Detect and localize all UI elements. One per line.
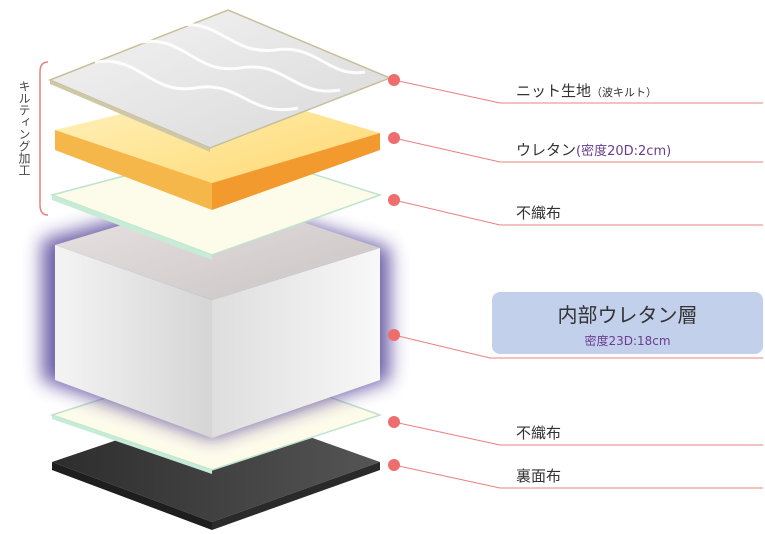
leader-nonwoven-bottom (388, 416, 763, 446)
leader-urethane (388, 132, 763, 163)
core-callout-box: 内部ウレタン層 密度23D:18cm (492, 292, 763, 354)
leader-core (388, 329, 763, 359)
label-core-detail: 密度23D:18cm (584, 334, 671, 348)
label-knit-fabric: ニット生地（波キルト） (516, 80, 657, 101)
leader-knit (388, 74, 763, 104)
leader-backing (388, 459, 763, 489)
label-urethane-detail: (密度20D:2cm) (576, 144, 672, 159)
label-nonwoven-top: 不織布 (516, 204, 562, 222)
layer-knit-fabric (48, 9, 393, 152)
label-knit-main: ニット生地 (516, 82, 592, 100)
leader-nonwoven-top (388, 194, 763, 226)
label-urethane-main: ウレタン (516, 141, 577, 159)
quilting-bracket (39, 61, 49, 216)
label-core-main: 内部ウレタン層 (557, 303, 698, 327)
quilting-label: キルティング加工 (17, 80, 31, 176)
label-nonwoven-bottom: 不織布 (516, 424, 562, 442)
label-urethane: ウレタン(密度20D:2cm) (516, 139, 671, 160)
label-backing-fabric: 裏面布 (516, 467, 562, 485)
label-knit-sub: （波キルト） (591, 86, 658, 99)
